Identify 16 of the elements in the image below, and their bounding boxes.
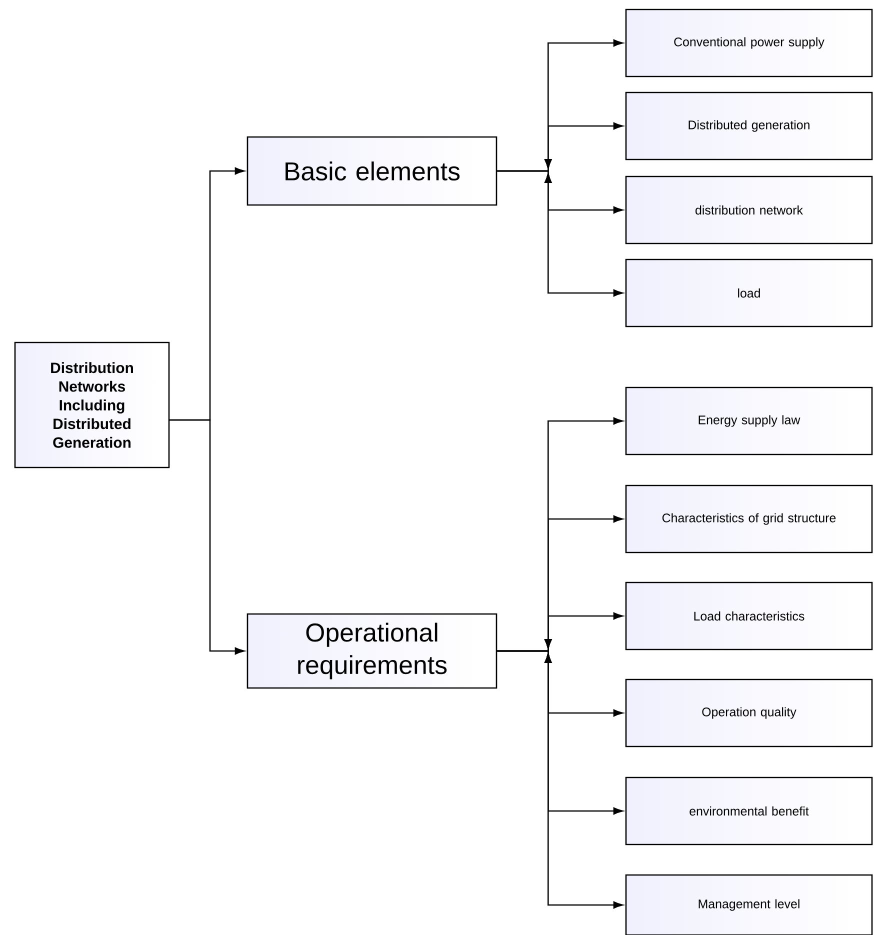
arrow	[169, 419, 244, 655]
item-box: distribution network	[625, 176, 873, 244]
item-box: Energy supply law	[625, 386, 873, 456]
category-box: Operational requirements	[246, 613, 498, 689]
category-box: Basic elements	[246, 136, 498, 206]
item-box: Load characteristics	[625, 582, 873, 650]
arrow	[497, 159, 623, 297]
arrow	[497, 639, 623, 909]
item-box: Management level	[625, 874, 873, 935]
item-box: load	[625, 258, 873, 328]
item-box: Characteristics of grid structure	[625, 484, 873, 554]
item-box: Conventional power supply	[625, 8, 873, 78]
item-box: Distributed generation	[625, 92, 873, 160]
root-box: Distribution Networks Including Distributed Generation	[14, 342, 170, 468]
item-box: Operation quality	[625, 678, 873, 748]
item-box: environmental benefit	[625, 776, 873, 846]
